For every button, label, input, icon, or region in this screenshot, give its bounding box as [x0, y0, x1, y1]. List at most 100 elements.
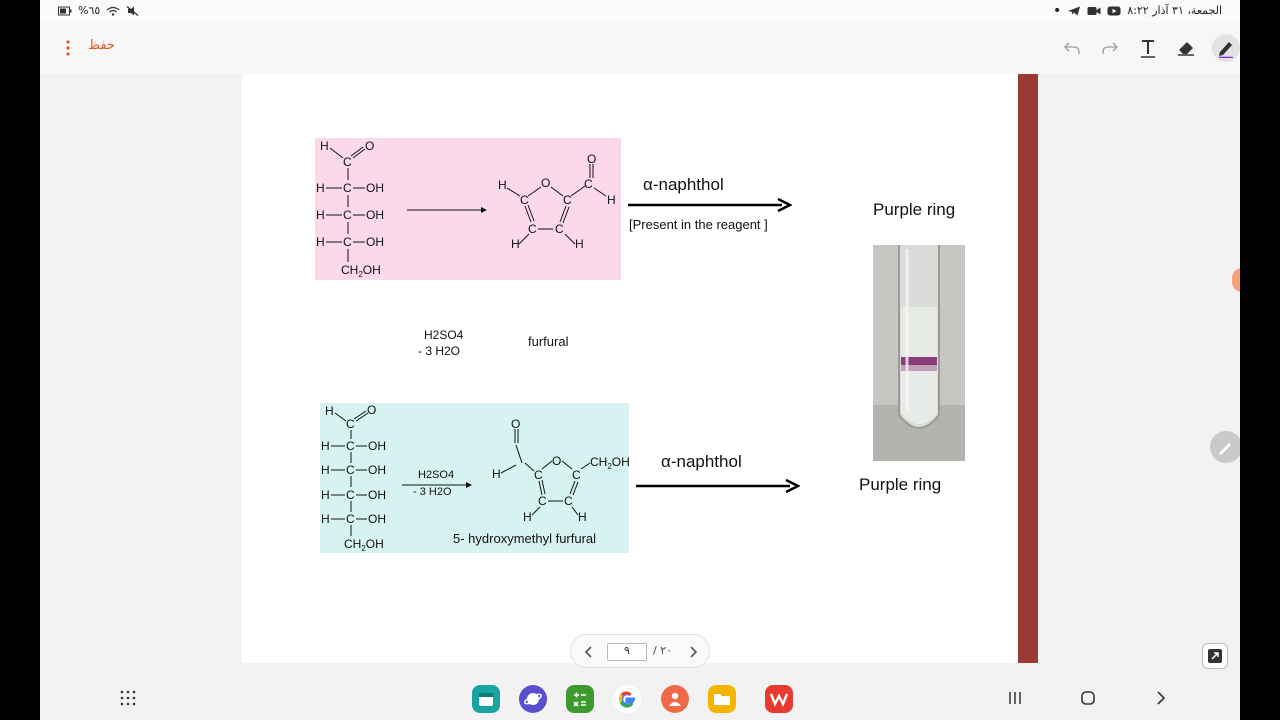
status-left: %٦٥ — [58, 4, 140, 17]
status-bar: %٦٥ • الجمعة، ٣١ آذار ٨:٢٢ — [40, 0, 1240, 22]
planet-icon — [523, 693, 543, 705]
svg-text:C: C — [346, 512, 355, 526]
wps-office-app-icon[interactable] — [765, 685, 793, 713]
edit-fab[interactable] — [1210, 431, 1240, 463]
scheme1-reagent-arrow — [628, 197, 792, 213]
page-number-input[interactable]: ٩ — [607, 643, 647, 661]
svg-text:C: C — [343, 208, 352, 222]
svg-text:CH2OH: CH2OH — [590, 455, 629, 471]
svg-text:H: H — [316, 235, 325, 249]
svg-text:OH: OH — [368, 463, 386, 477]
home-icon[interactable] — [1080, 690, 1096, 706]
text-tool-icon — [1141, 40, 1155, 58]
calculator-app-icon[interactable] — [566, 685, 594, 713]
export-button[interactable] — [1202, 643, 1228, 669]
back-icon[interactable] — [1153, 690, 1169, 706]
wps-w-icon — [769, 693, 789, 707]
date-time: الجمعة، ٣١ آذار ٨:٢٢ — [1127, 4, 1222, 17]
page-navigator: ٩ / ٢٠ — [570, 634, 710, 668]
svg-text:H: H — [321, 488, 330, 502]
svg-text:C: C — [564, 494, 573, 508]
eraser-button[interactable] — [1174, 36, 1198, 60]
svg-text:OH: OH — [366, 235, 384, 249]
scheme2-result: Purple ring — [859, 475, 942, 494]
svg-text:C: C — [584, 177, 593, 191]
svg-text:H: H — [523, 510, 532, 524]
svg-text:C: C — [528, 222, 537, 236]
undo-icon — [1063, 42, 1080, 54]
svg-text:H: H — [325, 404, 334, 418]
svg-text:C: C — [346, 463, 355, 477]
scheme1-h2so4: H2SO4 — [424, 328, 464, 342]
svg-text:C: C — [346, 417, 355, 431]
svg-text:OH: OH — [368, 488, 386, 502]
google-icon — [618, 691, 635, 708]
svg-text:H: H — [492, 467, 501, 481]
app-grid-icon[interactable] — [120, 690, 136, 706]
svg-text:C: C — [343, 181, 352, 195]
svg-text:C: C — [534, 468, 543, 482]
edge-panel-handle[interactable] — [1232, 268, 1240, 292]
svg-text:O: O — [552, 454, 561, 468]
chevron-left-icon[interactable] — [581, 643, 597, 661]
svg-text:OH: OH — [366, 208, 384, 222]
internet-app-icon[interactable] — [519, 685, 547, 713]
svg-text:H: H — [320, 139, 329, 153]
edit-fab-icon — [1219, 443, 1231, 455]
svg-text:H: H — [498, 178, 507, 192]
export-icon — [1208, 649, 1222, 663]
scheme2-minus-water: - 3 H2O — [413, 486, 452, 498]
svg-text:C: C — [572, 468, 581, 482]
chevron-right-icon[interactable] — [685, 643, 701, 661]
screen: %٦٥ • الجمعة، ٣١ آذار ٨:٢٢ حفظ — [40, 0, 1240, 720]
redo-button[interactable] — [1098, 36, 1122, 60]
scheme2-reagent-label: α-naphthol — [661, 452, 742, 471]
svg-text:O: O — [511, 417, 520, 431]
wifi-icon — [106, 6, 120, 16]
navigation-bar — [40, 676, 1240, 720]
svg-text:OH: OH — [366, 181, 384, 195]
svg-text:C: C — [538, 494, 547, 508]
teal-panel — [320, 403, 629, 553]
svg-text:C: C — [346, 488, 355, 502]
contacts-app-icon[interactable] — [661, 685, 689, 713]
svg-text:O: O — [587, 152, 596, 166]
svg-text:H: H — [321, 439, 330, 453]
calculator-icon — [573, 692, 586, 707]
scheme1-minus-water: - 3 H2O — [418, 344, 461, 358]
scheme2-reagent-arrow — [636, 478, 800, 494]
page-total: / ٢٠ — [653, 644, 673, 657]
scheme1-result: Purple ring — [873, 200, 956, 219]
recents-icon[interactable] — [1007, 690, 1023, 706]
svg-text:CH2OH: CH2OH — [341, 263, 381, 279]
toolbar: حفظ — [40, 22, 1240, 74]
scheme2-h2so4: H2SO4 — [418, 469, 455, 481]
kebab-menu-icon[interactable] — [60, 38, 76, 58]
files-app-icon[interactable] — [708, 685, 736, 713]
pen-icon — [1219, 42, 1233, 58]
svg-text:C: C — [343, 155, 352, 169]
svg-text:H: H — [575, 237, 584, 251]
undo-button[interactable] — [1060, 36, 1084, 60]
google-app-icon[interactable] — [613, 685, 641, 713]
svg-text:H: H — [607, 193, 616, 207]
svg-text:O: O — [541, 176, 550, 190]
calendar-app-icon[interactable] — [472, 685, 500, 713]
youtube-icon — [1107, 6, 1121, 15]
svg-text:O: O — [367, 403, 376, 417]
scheme1-reagent-note: [Present in the reagent ] — [629, 217, 768, 232]
save-button[interactable]: حفظ — [88, 38, 115, 53]
status-right: • الجمعة، ٣١ آذار ٨:٢٢ — [1053, 4, 1222, 18]
eraser-icon — [1178, 42, 1194, 56]
scheme1-reagent-label: α-naphthol — [643, 175, 724, 194]
pen-button[interactable] — [1212, 34, 1240, 62]
redo-icon — [1102, 42, 1119, 54]
mute-icon — [126, 5, 139, 16]
svg-text:H: H — [316, 208, 325, 222]
text-tool-button[interactable] — [1136, 36, 1160, 60]
slide-accent-bar — [1018, 74, 1038, 663]
svg-text:OH: OH — [368, 512, 386, 526]
battery-level: %٦٥ — [78, 4, 101, 17]
